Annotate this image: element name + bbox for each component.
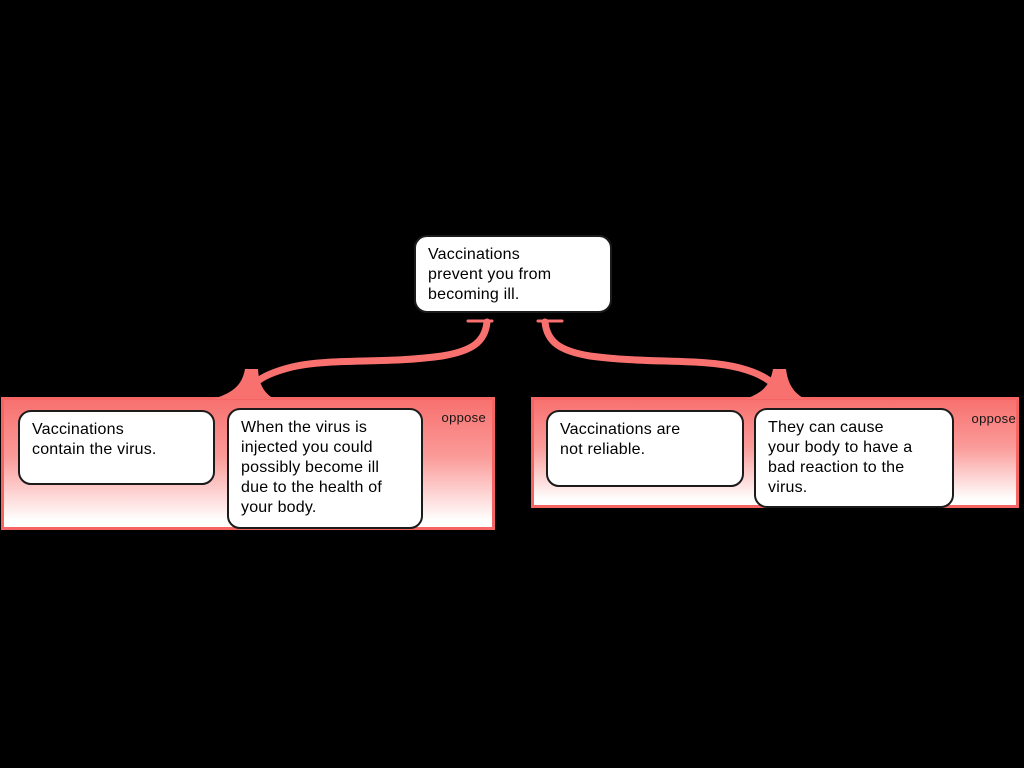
left-branch-curve [247,318,491,392]
reason-node[interactable]: They can cause your body to have a bad r… [754,408,954,508]
right-branch-flare [745,369,805,399]
oppose-relation-label: oppose [441,410,486,425]
reason-node[interactable]: Vaccinations are not reliable. [546,410,744,487]
root-claim-node[interactable]: Vaccinations prevent you from becoming i… [414,235,612,313]
oppose-relation-label: oppose [971,411,1016,426]
reason-node[interactable]: Vaccinations contain the virus. [18,410,215,485]
left-branch-flare [213,369,274,399]
reason-node[interactable]: When the virus is injected you could pos… [227,408,423,529]
right-branch-curve [541,318,781,393]
